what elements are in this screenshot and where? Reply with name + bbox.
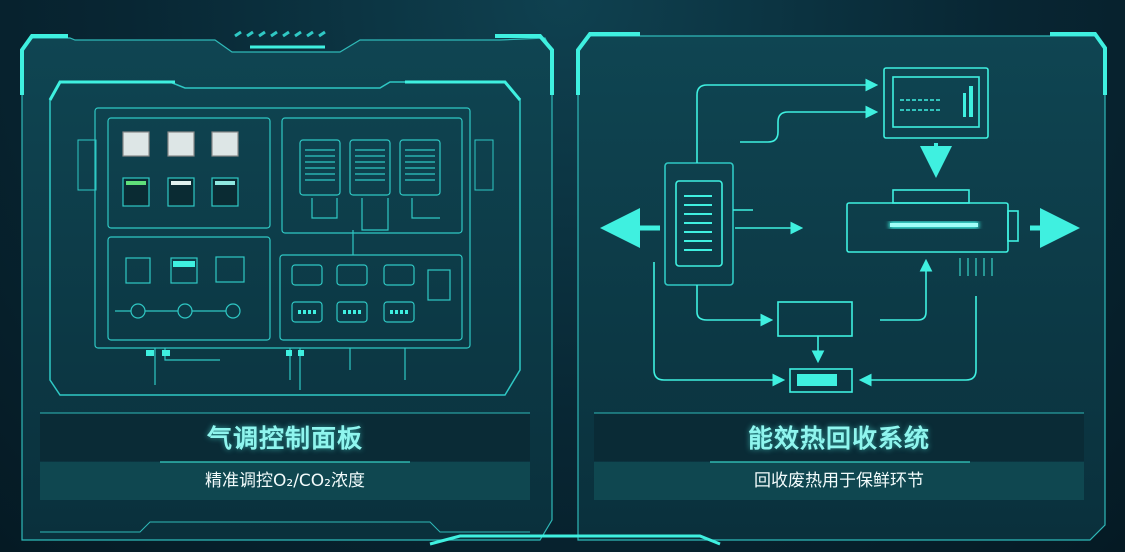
- right-caption-background: [594, 412, 1084, 500]
- gauge-icons: [122, 131, 239, 157]
- control-board-diagram: [94, 107, 471, 390]
- right-panel-subtitle: 回收废热用于保鲜环节: [754, 471, 924, 491]
- heat-recovery-diagram: [600, 67, 1080, 393]
- left-panel-subtitle: 精准调控O₂/CO₂浓度: [205, 471, 365, 491]
- left-caption-background: [40, 412, 530, 500]
- left-panel-title: 气调控制面板: [206, 424, 363, 453]
- right-panel-title: 能效热回收系统: [747, 424, 930, 453]
